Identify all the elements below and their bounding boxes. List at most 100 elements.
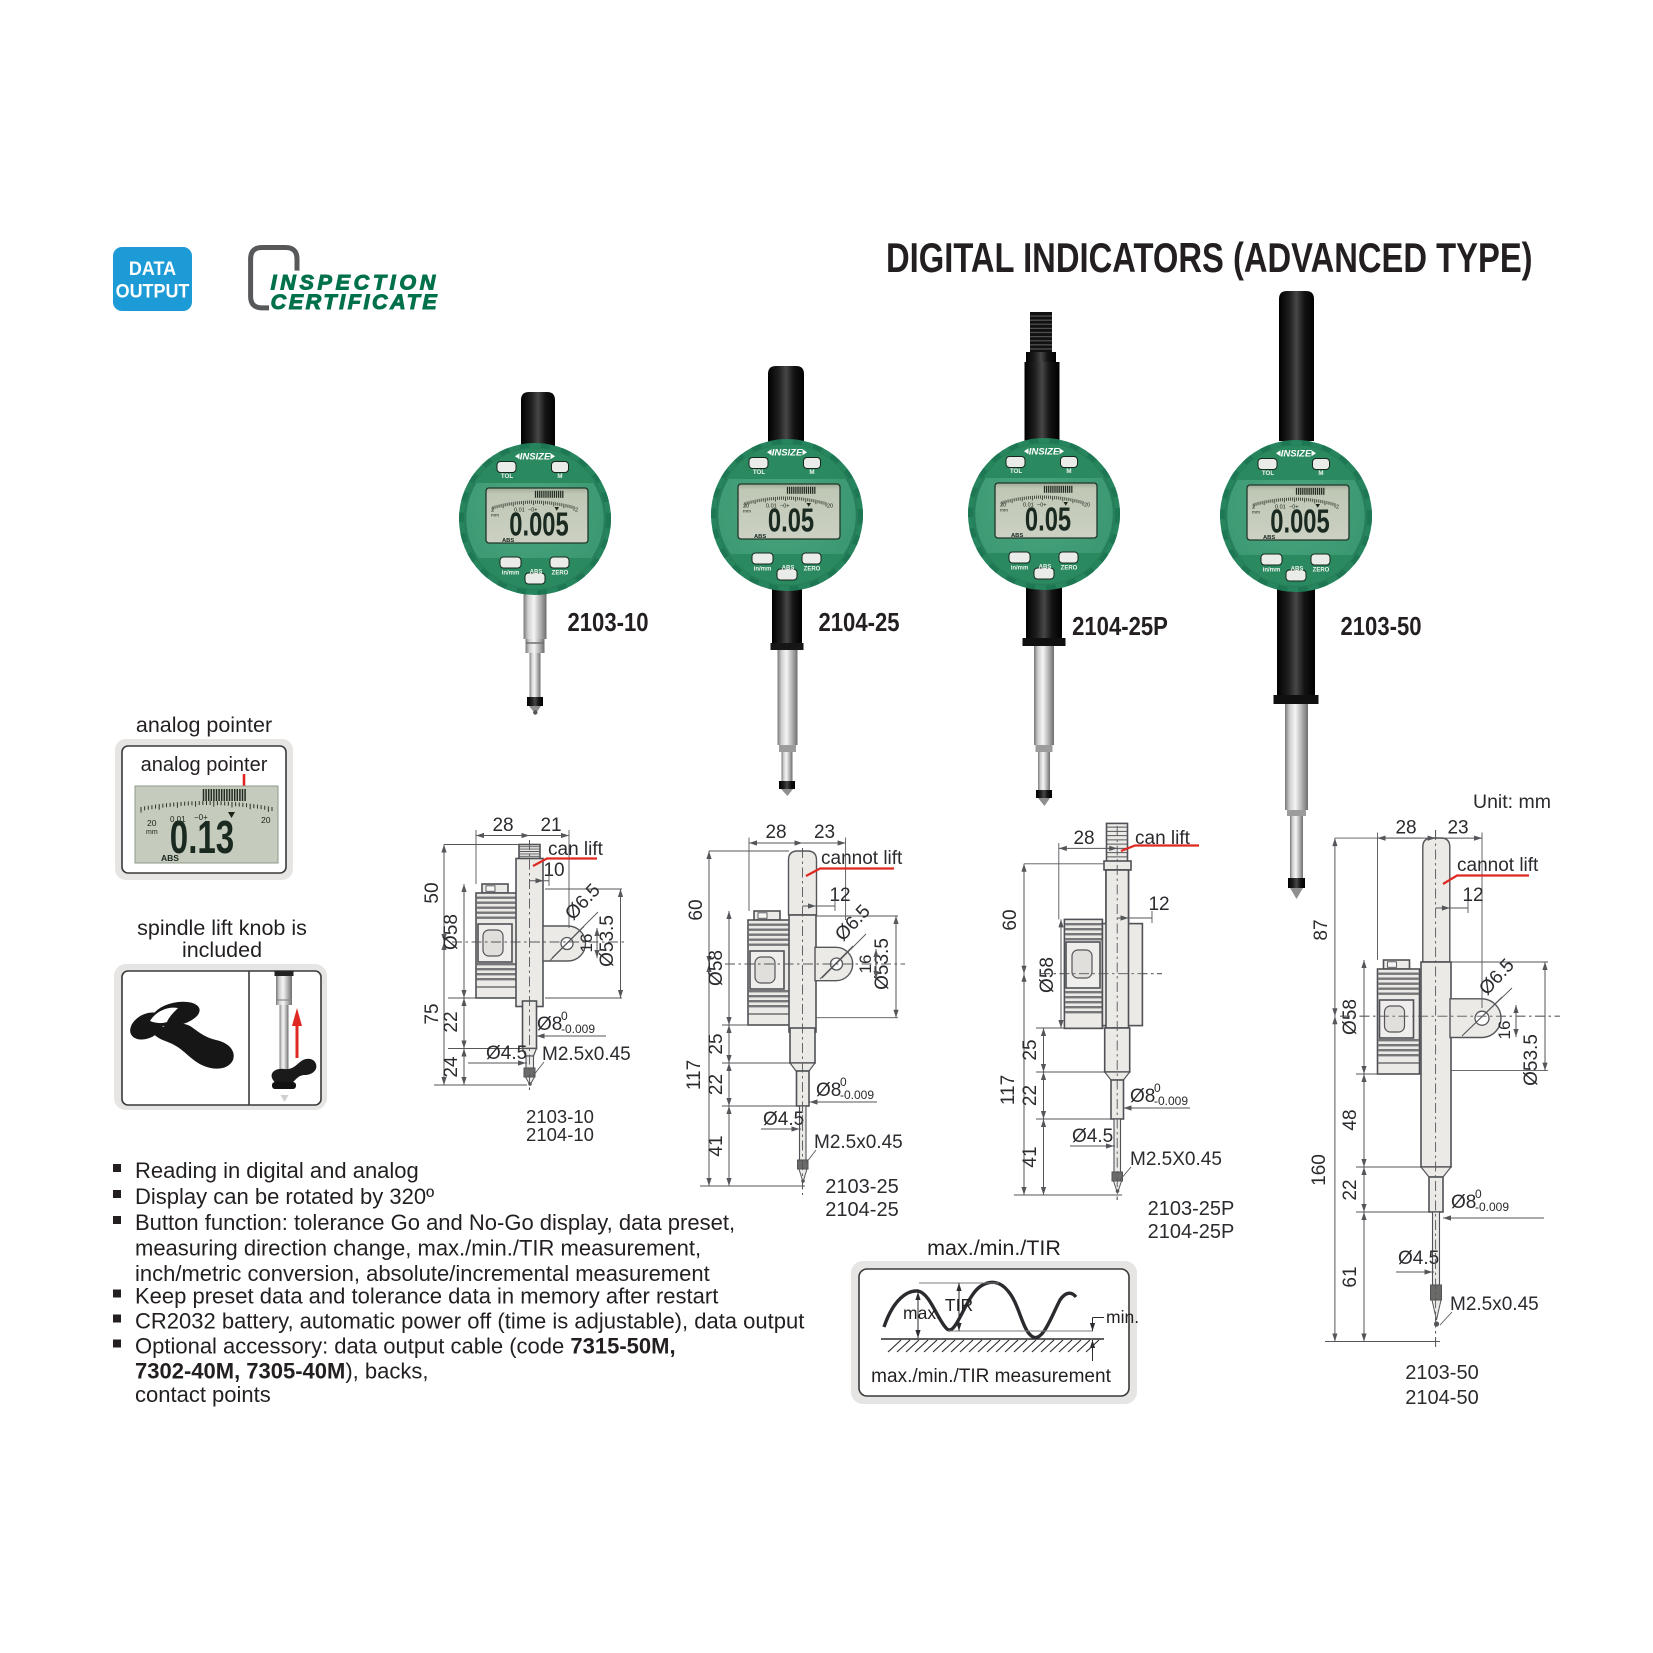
- svg-text:2103-50: 2103-50: [1405, 1362, 1478, 1384]
- svg-text:inch/metric conversion, absolu: inch/metric conversion, absolute/increme…: [135, 1261, 710, 1286]
- svg-text:16: 16: [577, 934, 596, 953]
- svg-text:mm: mm: [146, 829, 158, 836]
- svg-text:Ø53.5: Ø53.5: [597, 915, 618, 967]
- svg-text:M2.5x0.45: M2.5x0.45: [542, 1044, 631, 1065]
- svg-text:Ø4.5: Ø4.5: [763, 1109, 804, 1130]
- svg-text:Display can be rotated by 320º: Display can be rotated by 320º: [135, 1184, 434, 1209]
- svg-text:INSPECTION: INSPECTION: [271, 271, 439, 295]
- svg-text:Unit: mm: Unit: mm: [1473, 791, 1551, 813]
- svg-text:25: 25: [706, 1033, 727, 1054]
- svg-text:10: 10: [543, 860, 564, 881]
- svg-text:2104-25P: 2104-25P: [1072, 612, 1168, 641]
- svg-text:60: 60: [686, 899, 707, 920]
- svg-text:ABS: ABS: [161, 853, 179, 863]
- svg-text:0.05: 0.05: [1025, 502, 1071, 539]
- svg-text:included: included: [182, 938, 262, 962]
- svg-text:contact points: contact points: [135, 1382, 271, 1407]
- svg-text:41: 41: [1020, 1146, 1041, 1167]
- svg-text:OUTPUT: OUTPUT: [116, 280, 190, 302]
- svg-text:2: 2: [491, 508, 494, 514]
- svg-text:can lift: can lift: [1135, 828, 1191, 849]
- svg-text:160: 160: [1309, 1154, 1330, 1186]
- svg-text:Ø58: Ø58: [441, 914, 462, 950]
- svg-text:16: 16: [1495, 1021, 1514, 1040]
- svg-text:28: 28: [1073, 828, 1094, 849]
- svg-text:max.: max.: [903, 1303, 941, 1323]
- svg-text:Ø4.5: Ø4.5: [486, 1043, 527, 1064]
- svg-text:Ø4.5: Ø4.5: [1072, 1126, 1113, 1147]
- svg-text:0: 0: [1475, 1187, 1482, 1201]
- svg-text:DIGITAL INDICATORS (ADVANCED T: DIGITAL INDICATORS (ADVANCED TYPE): [886, 234, 1533, 281]
- svg-text:Ø4.5: Ø4.5: [1398, 1248, 1439, 1269]
- svg-text:-0.009: -0.009: [1154, 1094, 1188, 1108]
- svg-text:61: 61: [1340, 1266, 1361, 1287]
- svg-text:2104-25: 2104-25: [818, 608, 899, 637]
- svg-text:Button function: tolerance Go: Button function: tolerance Go and No-Go …: [135, 1210, 735, 1235]
- svg-text:analog pointer: analog pointer: [141, 754, 268, 776]
- svg-text:measuring direction change, ma: measuring direction change, max./min./TI…: [135, 1236, 701, 1261]
- svg-text:2103-25P: 2103-25P: [1148, 1198, 1235, 1220]
- svg-text:2103-25: 2103-25: [825, 1176, 898, 1198]
- svg-text:75: 75: [422, 1003, 443, 1024]
- svg-text:20: 20: [261, 815, 271, 825]
- svg-text:28: 28: [492, 815, 513, 836]
- svg-text:CERTIFICATE: CERTIFICATE: [271, 290, 440, 314]
- svg-text:22: 22: [1340, 1179, 1361, 1200]
- svg-text:20: 20: [147, 818, 157, 828]
- svg-text:20: 20: [743, 504, 749, 510]
- svg-text:2104-25: 2104-25: [825, 1199, 898, 1221]
- svg-text:20: 20: [1084, 503, 1090, 509]
- svg-text:24: 24: [441, 1056, 462, 1078]
- svg-text:2: 2: [575, 508, 578, 514]
- svg-text:Ø58: Ø58: [1340, 999, 1361, 1035]
- svg-text:2103-50: 2103-50: [1340, 612, 1421, 641]
- svg-text:23: 23: [1447, 818, 1468, 839]
- svg-text:Ø58: Ø58: [706, 950, 727, 986]
- svg-text:analog pointer: analog pointer: [136, 713, 272, 737]
- svg-text:22: 22: [1020, 1085, 1041, 1106]
- svg-text:Ø53.5: Ø53.5: [1521, 1034, 1542, 1086]
- svg-text:2103-10: 2103-10: [526, 1106, 594, 1127]
- svg-text:2104-10: 2104-10: [526, 1124, 594, 1145]
- svg-text:Ø8: Ø8: [816, 1080, 841, 1101]
- svg-text:Reading in digital and analog: Reading in digital and analog: [135, 1158, 419, 1183]
- svg-text:0.13: 0.13: [170, 813, 234, 863]
- svg-text:0: 0: [561, 1009, 568, 1023]
- svg-text:2: 2: [1336, 505, 1339, 511]
- svg-text:Optional accessory: data outpu: Optional accessory: data output cable (c…: [135, 1334, 676, 1359]
- svg-text:-0.009: -0.009: [561, 1022, 595, 1036]
- svg-text:41: 41: [706, 1135, 727, 1156]
- svg-text:117: 117: [998, 1075, 1019, 1105]
- svg-text:Keep preset data and tolerance: Keep preset data and tolerance data in m…: [135, 1284, 718, 1309]
- svg-text:cannot lift: cannot lift: [821, 848, 903, 869]
- svg-text:cannot lift: cannot lift: [1457, 855, 1539, 876]
- svg-text:12: 12: [829, 885, 850, 906]
- svg-text:60: 60: [1000, 909, 1021, 930]
- svg-text:M2.5x0.45: M2.5x0.45: [814, 1132, 903, 1153]
- svg-text:12: 12: [1148, 894, 1169, 915]
- svg-text:min.: min.: [1106, 1307, 1139, 1327]
- svg-text:20: 20: [1000, 503, 1006, 509]
- svg-text:2103-10: 2103-10: [567, 608, 648, 637]
- svg-text:87: 87: [1311, 919, 1332, 940]
- svg-text:2104-25P: 2104-25P: [1148, 1221, 1235, 1243]
- svg-text:spindle lift knob is: spindle lift knob is: [137, 916, 307, 940]
- svg-text:117: 117: [684, 1060, 705, 1090]
- svg-text:0.05: 0.05: [768, 503, 814, 540]
- svg-text:DATA: DATA: [129, 257, 177, 279]
- svg-text:7302-40M, 7305-40M), backs,: 7302-40M, 7305-40M), backs,: [135, 1359, 429, 1384]
- svg-text:25: 25: [1020, 1039, 1041, 1060]
- svg-text:M2.5X0.45: M2.5X0.45: [1130, 1149, 1222, 1170]
- svg-text:12: 12: [1462, 885, 1483, 906]
- svg-text:21: 21: [540, 815, 561, 836]
- svg-text:2: 2: [1252, 505, 1255, 511]
- svg-text:50: 50: [422, 882, 443, 903]
- svg-text:M2.5x0.45: M2.5x0.45: [1450, 1294, 1539, 1315]
- svg-text:Ø58: Ø58: [1037, 957, 1058, 993]
- svg-text:48: 48: [1340, 1109, 1361, 1130]
- svg-text:28: 28: [1395, 818, 1416, 839]
- svg-text:max./min./TIR: max./min./TIR: [927, 1236, 1061, 1260]
- svg-text:20: 20: [827, 504, 833, 510]
- svg-text:0: 0: [1154, 1081, 1161, 1095]
- svg-text:2104-50: 2104-50: [1405, 1387, 1478, 1409]
